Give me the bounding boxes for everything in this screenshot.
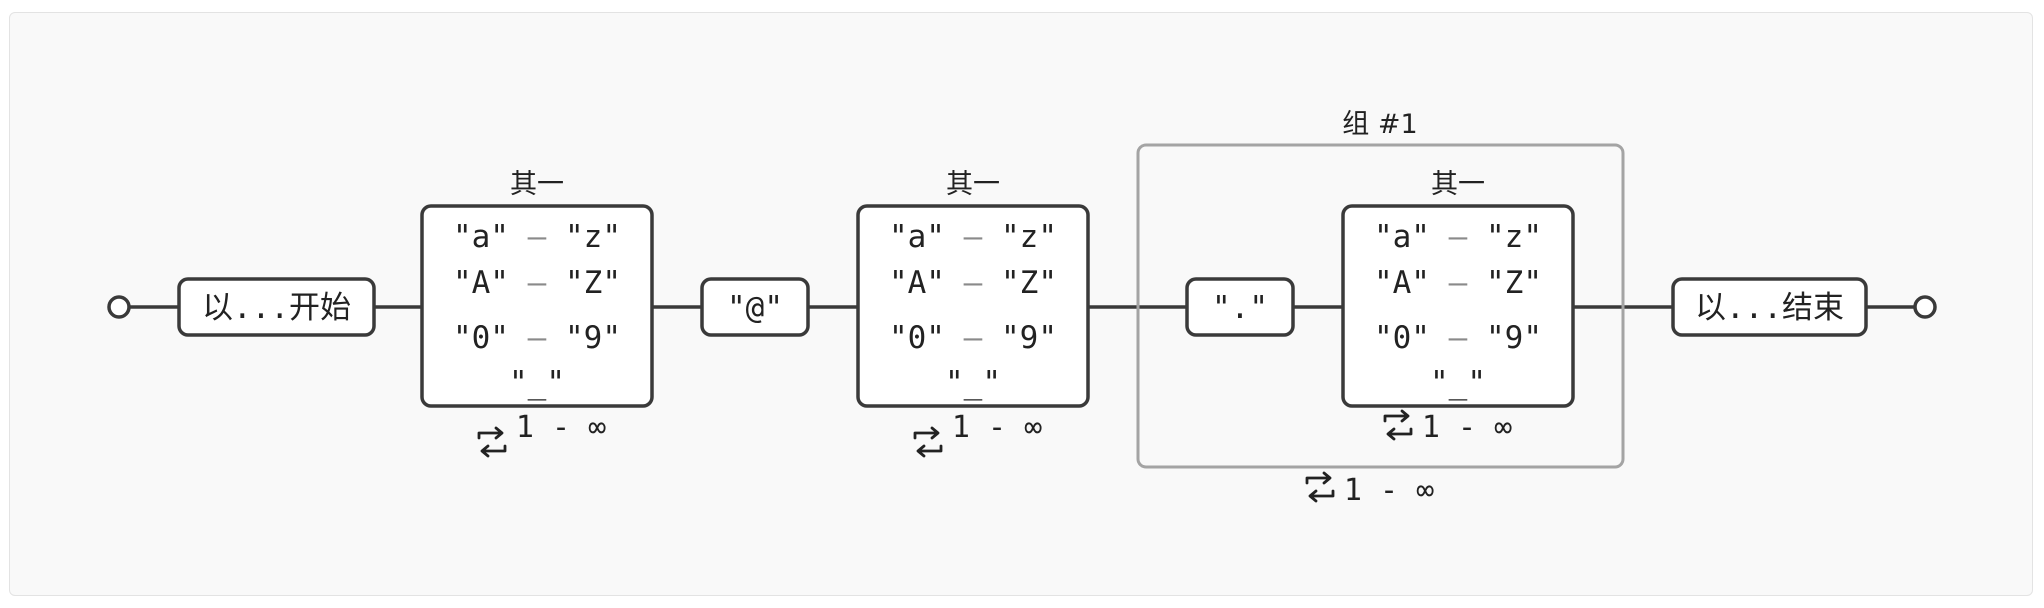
repeat-label: 1 - ∞: [952, 410, 1042, 445]
group-label: 组 #1: [1342, 109, 1417, 140]
repeat-loop-icon: [477, 426, 507, 458]
one-of-label: 其一: [946, 169, 1000, 200]
range-uppercase: "A" – "Z": [1374, 265, 1542, 301]
literal-at-label: "@": [727, 290, 783, 326]
group-1-border: [1136, 143, 1625, 469]
one-of-label: 其一: [1431, 169, 1485, 200]
literal-at-node: "@": [700, 277, 810, 337]
range-lowercase: "a" – "z": [453, 219, 621, 255]
literal-underscore: "_": [1430, 365, 1486, 401]
repeat-label: 1 - ∞: [516, 410, 606, 445]
end-anchor-label: 以...结束: [1695, 290, 1844, 326]
literal-dot-node: ".": [1185, 277, 1295, 337]
one-of-label: 其一: [510, 169, 564, 200]
literal-underscore: "_": [509, 365, 565, 401]
repeat-indicator: 1 - ∞: [477, 410, 606, 458]
range-digits: "0" – "9": [889, 320, 1057, 356]
literal-underscore: "_": [945, 365, 1001, 401]
range-uppercase: "A" – "Z": [889, 265, 1057, 301]
repeat-loop-icon: [1383, 409, 1413, 441]
start-anchor-label: 以...开始: [202, 290, 351, 326]
one-of-node-2: 其一 "a" – "z" "A" – "Z" "0" – "9" "_" 1 -…: [856, 169, 1090, 458]
one-of-node-3: 其一 "a" – "z" "A" – "Z" "0" – "9" "_" 1 -…: [1341, 169, 1575, 445]
repeat-label: 1 - ∞: [1344, 473, 1434, 508]
repeat-label: 1 - ∞: [1422, 410, 1512, 445]
one-of-node-1: 其一 "a" – "z" "A" – "Z" "0" – "9" "_" 1 -…: [420, 169, 654, 458]
repeat-indicator: 1 - ∞: [1383, 409, 1512, 445]
range-lowercase: "a" – "z": [1374, 219, 1542, 255]
range-lowercase: "a" – "z": [889, 219, 1057, 255]
group-1: 组 #1 "." 其一 "a" – "z" "A" – "Z" "0" – "9…: [1136, 109, 1625, 508]
literal-dot-label: ".": [1212, 290, 1268, 326]
repeat-loop-icon: [913, 426, 943, 458]
repeat-loop-icon: [1305, 471, 1335, 503]
repeat-indicator: 1 - ∞: [913, 410, 1042, 458]
start-terminal: [107, 295, 131, 319]
end-anchor-node: 以...结束: [1671, 277, 1868, 337]
range-uppercase: "A" – "Z": [453, 265, 621, 301]
range-digits: "0" – "9": [1374, 320, 1542, 356]
group-repeat-indicator: 1 - ∞: [1305, 471, 1434, 508]
start-anchor-node: 以...开始: [177, 277, 376, 337]
range-digits: "0" – "9": [453, 320, 621, 356]
end-terminal: [1913, 295, 1937, 319]
